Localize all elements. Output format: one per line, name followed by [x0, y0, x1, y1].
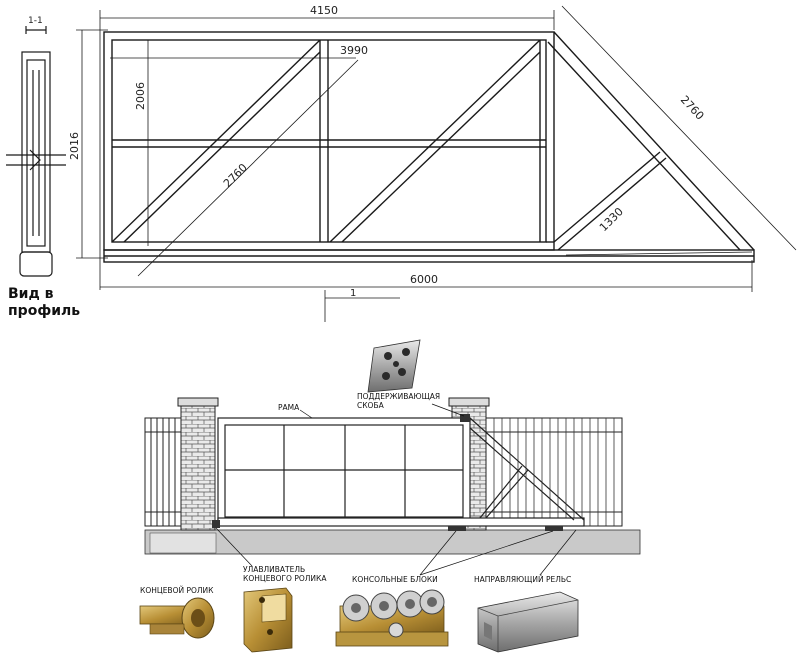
console-block-mark-1 — [448, 526, 466, 531]
fence-right — [485, 417, 623, 527]
dim-section-marker: 1 — [350, 288, 356, 299]
console-block-photo — [335, 589, 449, 647]
dimension-lines — [76, 5, 797, 322]
gate-frame-drawing — [6, 5, 797, 322]
label-frame: РАМА — [278, 403, 300, 412]
label-guide-rail: НАПРАВЛЯЮЩИЙ РЕЛЬС — [474, 575, 571, 584]
brick-pillar-right-cap — [448, 397, 490, 407]
leader-lines — [215, 403, 577, 576]
catcher-photo — [243, 587, 293, 653]
profile-side-view — [6, 26, 66, 277]
dim-diagonal-right: 2760 — [678, 93, 707, 122]
profile-caption-line2: профиль — [8, 303, 81, 319]
label-support-bracket-2: СКОБА — [357, 401, 385, 410]
dim-diagonal-left: 2760 — [221, 161, 250, 190]
catcher-mark — [212, 520, 220, 528]
gate-leaf — [217, 417, 585, 527]
end-roller-photo — [139, 597, 215, 639]
guide-rail-photo — [477, 591, 579, 653]
ground-slab — [144, 529, 641, 555]
support-bracket-photo — [367, 339, 421, 393]
brick-pillar-left-cap — [177, 397, 219, 407]
dim-inner-height: 2006 — [134, 82, 147, 110]
gate-counterweight — [469, 417, 585, 521]
label-end-roller: КОНЦЕВОЙ РОЛИК — [140, 586, 214, 595]
brick-pillar-left — [180, 401, 216, 531]
dim-brace: 1330 — [597, 205, 626, 234]
dim-inner-width: 3990 — [340, 44, 368, 57]
dim-outer-height: 2016 — [68, 132, 81, 160]
dim-top-width: 4150 — [310, 4, 338, 17]
label-support-bracket-1: ПОДДЕРЖИВАЮЩАЯ — [357, 392, 440, 401]
profile-caption-line1: Вид в — [8, 286, 54, 302]
label-catcher-1: УЛАВЛИВАТЕЛЬ — [243, 565, 305, 574]
label-console-blocks: КОНСОЛЬНЫЕ БЛОКИ — [352, 575, 438, 584]
profile-caption: Вид в профиль — [8, 286, 81, 320]
gate-installation-drawing — [139, 339, 641, 653]
fence-left — [144, 417, 182, 527]
support-bracket-mark — [460, 414, 470, 422]
dim-total-width: 6000 — [410, 273, 438, 286]
foundation-pit — [149, 532, 217, 554]
label-catcher-2: КОНЦЕВОГО РОЛИКА — [243, 574, 327, 583]
frame-tubes — [103, 31, 755, 263]
console-block-mark-2 — [545, 526, 563, 531]
fence-right-pickets — [493, 418, 615, 526]
dim-profile-size: 1-1 — [28, 16, 43, 26]
